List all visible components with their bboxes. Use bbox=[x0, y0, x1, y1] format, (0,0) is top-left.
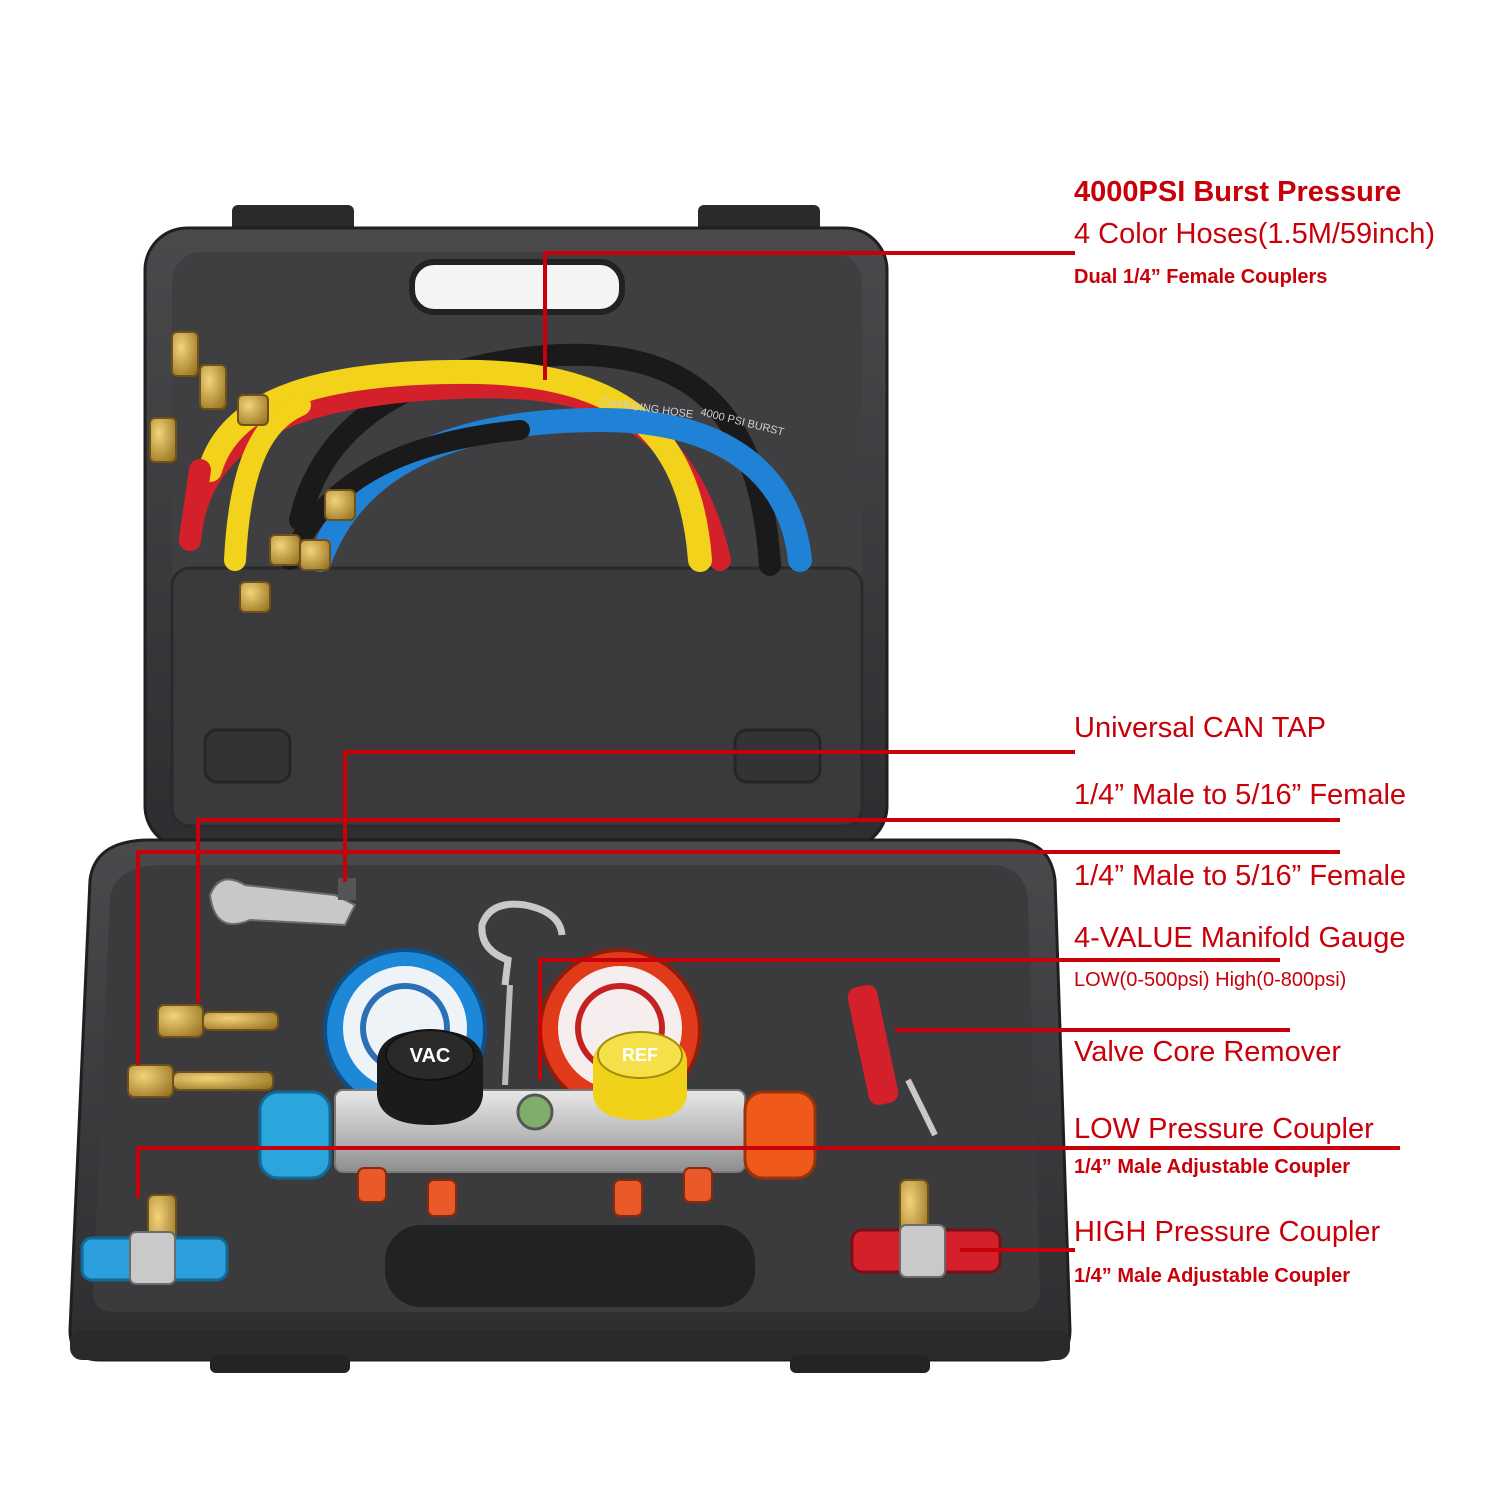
high-coupler-sub: 1/4” Male Adjustable Coupler bbox=[1074, 1265, 1350, 1287]
hose-black-2 bbox=[280, 420, 530, 570]
adapters bbox=[127, 1004, 279, 1098]
brass-fitting bbox=[149, 417, 177, 463]
hose-bundle bbox=[179, 343, 812, 576]
gauge-rod bbox=[502, 984, 513, 1086]
brass-fitting bbox=[299, 539, 331, 571]
hoses-couplers: Dual 1/4” Female Couplers bbox=[1074, 266, 1328, 288]
port-cap bbox=[357, 1167, 387, 1203]
sight-glass bbox=[516, 1093, 554, 1131]
can-tap bbox=[208, 878, 357, 927]
gauge-hook bbox=[478, 900, 566, 986]
hose-pocket bbox=[170, 566, 864, 828]
low-pressure-coupler bbox=[80, 1194, 229, 1285]
low-side-knob bbox=[258, 1090, 332, 1180]
lid-recess-right bbox=[733, 728, 822, 784]
hose-yellow-2 bbox=[224, 394, 311, 571]
vac-knob-top bbox=[385, 1029, 475, 1081]
adapter-1-label: 1/4” Male to 5/16” Female bbox=[1074, 779, 1407, 811]
lid-recess-left bbox=[203, 728, 292, 784]
high-coupler-center bbox=[899, 1224, 946, 1278]
valve-core-remover bbox=[847, 985, 938, 1137]
can-tap-label: Universal CAN TAP bbox=[1074, 712, 1326, 744]
manifold-label: 4-VALUE Manifold Gauge bbox=[1074, 922, 1406, 954]
callout-adapter-1 bbox=[196, 818, 1340, 1003]
adapter-1-stem bbox=[202, 1011, 279, 1031]
brass-fitting bbox=[239, 581, 271, 613]
brass-fitting bbox=[237, 394, 269, 426]
callout-low-coupler bbox=[136, 1146, 1400, 1198]
port-cap bbox=[613, 1179, 643, 1217]
valve-core-shaft bbox=[905, 1078, 938, 1137]
manifold-ports bbox=[357, 1167, 713, 1217]
hoses-spec: 4 Color Hoses(1.5M/59inch) bbox=[1074, 218, 1436, 250]
callout-manifold bbox=[538, 958, 1280, 1080]
brass-fitting bbox=[269, 534, 301, 566]
port-cap bbox=[427, 1179, 457, 1217]
manifold-range: LOW(0-500psi) High(0-800psi) bbox=[1074, 969, 1347, 991]
adapter-2 bbox=[127, 1064, 174, 1098]
hoses-title: 4000PSI Burst Pressure bbox=[1074, 176, 1402, 208]
base-foot-right bbox=[790, 1355, 930, 1373]
high-pressure-coupler bbox=[850, 1179, 1002, 1278]
callout-adapter-2 bbox=[136, 850, 1340, 1065]
adapter-2-label: 1/4” Male to 5/16” Female bbox=[1074, 860, 1407, 892]
hose-blue bbox=[308, 407, 812, 572]
brass-fitting bbox=[199, 364, 227, 410]
vac-knob-label: VAC bbox=[410, 1045, 451, 1067]
brass-fitting bbox=[171, 331, 199, 377]
callout-lines bbox=[136, 251, 1400, 1252]
lid-handle-slot bbox=[409, 259, 625, 315]
hose-red-2 bbox=[179, 459, 211, 551]
can-tap-stem bbox=[338, 878, 356, 900]
callout-hoses bbox=[543, 251, 1075, 380]
high-coupler-label: HIGH Pressure Coupler bbox=[1074, 1216, 1381, 1248]
hose-fittings bbox=[149, 331, 356, 613]
brass-fitting bbox=[324, 489, 356, 521]
base-foot-left bbox=[210, 1355, 350, 1373]
port-cap bbox=[683, 1167, 713, 1203]
carry-handle bbox=[385, 1225, 755, 1307]
valve-core-label: Valve Core Remover bbox=[1074, 1036, 1342, 1068]
manifold-gauge: VAC REF bbox=[258, 948, 817, 1217]
ref-knob-top bbox=[597, 1031, 683, 1079]
ref-knob-label: REF bbox=[622, 1045, 658, 1065]
base-bottom-rim bbox=[70, 1330, 1070, 1360]
valve-core-handle bbox=[847, 985, 899, 1105]
can-tap-body bbox=[208, 878, 357, 927]
adapter-2-stem bbox=[172, 1071, 274, 1091]
low-coupler-label: LOW Pressure Coupler bbox=[1074, 1113, 1374, 1145]
high-side-knob bbox=[743, 1090, 817, 1180]
low-coupler-sub: 1/4” Male Adjustable Coupler bbox=[1074, 1156, 1350, 1178]
adapter-1 bbox=[157, 1004, 204, 1038]
callout-can-tap bbox=[343, 750, 1075, 882]
low-coupler-center bbox=[129, 1231, 176, 1285]
